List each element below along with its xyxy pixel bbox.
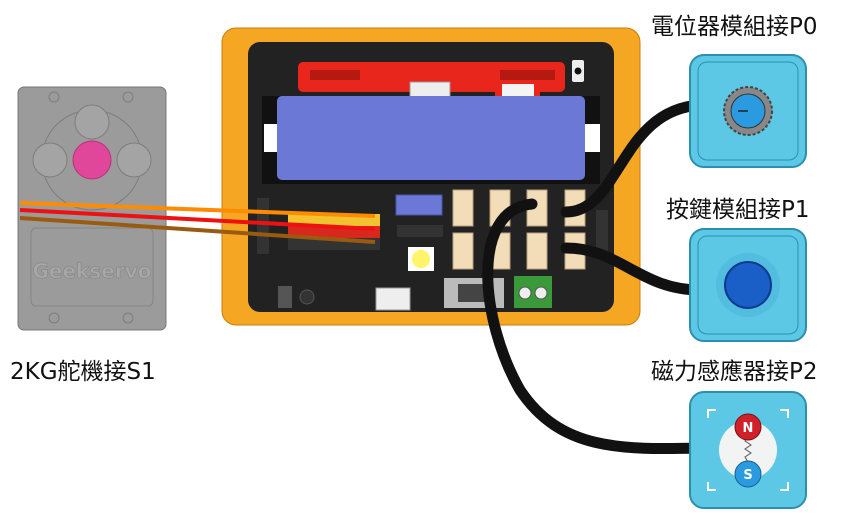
cable-p1	[560, 242, 706, 296]
magnetic-sensor-module: N S	[689, 391, 807, 509]
cable-p2	[482, 198, 706, 455]
battery	[277, 96, 585, 180]
south-pole-label: S	[743, 468, 752, 483]
servo-label: 2KG舵機接S1	[10, 359, 156, 385]
controller-board	[221, 27, 641, 326]
potentiometer-label: 電位器模組接P0	[651, 14, 818, 40]
servo-cable	[19, 201, 376, 244]
magnetic-sensor-label: 磁力感應器接P2	[651, 359, 818, 385]
servo-motor: Geekservo	[17, 86, 167, 331]
cable-p0	[560, 99, 706, 218]
servo-horn	[72, 140, 112, 180]
potentiometer-module	[689, 54, 807, 168]
north-pole-label: N	[743, 421, 754, 436]
servo-brand-logo: Geekservo	[33, 259, 152, 283]
button-module	[689, 228, 807, 342]
button-label: 按鍵模組接P1	[666, 197, 810, 223]
